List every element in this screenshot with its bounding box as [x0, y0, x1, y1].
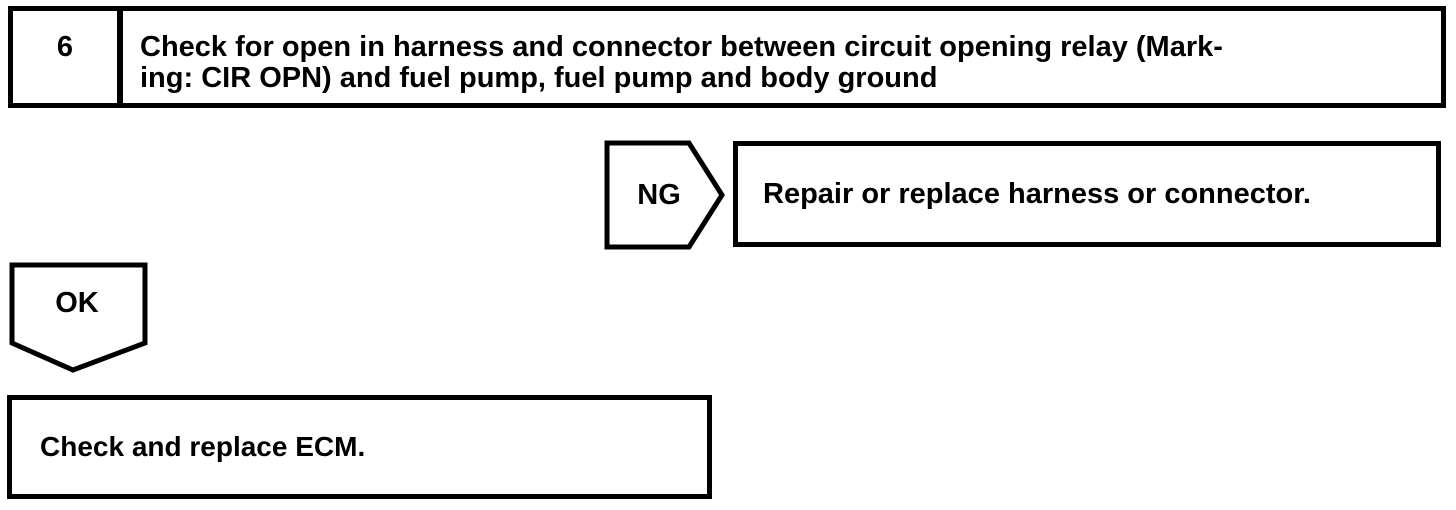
- ok-label: OK: [55, 286, 99, 319]
- ng-action-box: Repair or replace harness or connector.: [733, 141, 1441, 247]
- step-box: 6 Check for open in harness and connecto…: [8, 6, 1446, 108]
- ok-connector-arrow: OK: [9, 262, 149, 374]
- step-instruction: Check for open in harness and connector …: [123, 11, 1441, 103]
- ok-pentagon-icon: [9, 262, 148, 373]
- ng-pentagon-icon: [604, 140, 725, 250]
- ok-action-box: Check and replace ECM.: [7, 395, 712, 499]
- step-instruction-line-2: ing: CIR OPN) and fuel pump, fuel pump a…: [140, 62, 938, 94]
- ng-action-text: Repair or replace harness or connector.: [763, 177, 1311, 210]
- ng-label: NG: [637, 178, 681, 211]
- ok-action-text: Check and replace ECM.: [40, 431, 366, 462]
- ng-connector-arrow: NG: [604, 140, 726, 250]
- step-number: 6: [56, 31, 74, 63]
- step-instruction-line-1: Check for open in harness and connector …: [140, 31, 1223, 63]
- step-number-cell: 6: [13, 11, 123, 103]
